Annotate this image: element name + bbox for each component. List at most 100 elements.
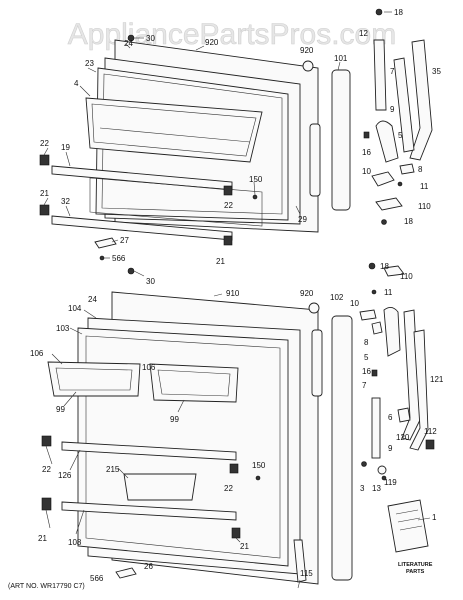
callout-32: 32 (61, 197, 70, 206)
callout-ff-3: 3 (360, 484, 365, 493)
callout-19: 19 (61, 143, 70, 152)
callout-ff-22: 22 (42, 465, 51, 474)
callout-ff-99b: 99 (170, 415, 179, 424)
callout-ff-10: 10 (350, 299, 359, 308)
callout-12: 12 (359, 29, 368, 38)
callout-ff-106: 106 (30, 349, 44, 358)
hinge-10 (371, 171, 395, 187)
screw-566-top (99, 255, 105, 261)
callout-ff-120: 120 (396, 433, 410, 442)
callout-35: 35 (432, 67, 441, 76)
screw-18-top (375, 8, 383, 16)
callout-30: 30 (146, 34, 155, 43)
trim-115 (293, 539, 307, 583)
screw-150-fresh (255, 475, 261, 481)
hinge-110-bottom (383, 265, 405, 277)
screw-119 (381, 475, 387, 481)
clip-21-fresh-right (231, 527, 241, 539)
screw-30-fresh (127, 267, 135, 275)
booklet-line-3 (399, 525, 423, 531)
callout-11: 11 (420, 182, 429, 191)
hinge-8 (399, 163, 415, 175)
freezer-lower-bin (89, 177, 263, 227)
clip-21-fresh-left (41, 497, 52, 511)
callout-7: 7 (390, 67, 395, 76)
callout-101: 101 (334, 54, 348, 63)
gasket-strip-102 (331, 315, 353, 581)
callout-29: 29 (298, 215, 307, 224)
callout-ff-7: 7 (362, 381, 367, 390)
fresh-door-handle-channel (311, 329, 323, 397)
gasket-strip-101 (331, 69, 351, 211)
callout-ff-106b: 106 (142, 363, 156, 372)
callout-21: 21 (40, 189, 49, 198)
screw-3 (361, 461, 367, 467)
callout-ff-24: 24 (88, 295, 97, 304)
art-number: (ART NO. WR17790 C7) (8, 583, 85, 590)
callout-ff-103: 103 (56, 324, 70, 333)
callout-ff-18: 18 (380, 262, 389, 271)
door-stop-121 (409, 329, 429, 451)
callout-ff-102: 102 (330, 293, 344, 302)
screw-150-top (252, 194, 258, 200)
rail-6 (371, 397, 381, 459)
callout-ff-26: 26 (144, 562, 153, 571)
hinge-bar-12 (373, 39, 387, 111)
fresh-plug-920 (308, 302, 320, 314)
callout-ff-6: 6 (388, 413, 393, 422)
callout-8: 8 (418, 165, 423, 174)
callout-27: 27 (120, 236, 129, 245)
callout-ff-22b: 22 (224, 484, 233, 493)
callout-ff-99: 99 (56, 405, 65, 414)
freezer-liner-inner-edge (101, 73, 283, 215)
callout-5: 5 (398, 131, 403, 140)
freezer-hinge-parts (331, 8, 433, 225)
callout-ff-8: 8 (364, 338, 369, 347)
callout-9: 9 (390, 105, 395, 114)
callout-ff-150: 150 (252, 461, 266, 470)
callout-ff-21b: 21 (240, 542, 249, 551)
clip-22-right (223, 185, 233, 196)
freezer-door-handle-channel (309, 123, 321, 197)
shelf-bar-108 (61, 501, 237, 521)
callout-22b: 22 (224, 201, 233, 210)
callout-ff-13: 13 (372, 484, 381, 493)
hinge-8-bottom (371, 321, 383, 335)
booklet-line-2 (397, 517, 421, 523)
freezer-upper-shelf (85, 97, 263, 163)
bracket-27 (94, 237, 117, 249)
freezer-door-assembly (39, 34, 321, 261)
callout-ff-11: 11 (384, 288, 393, 297)
callout-566: 566 (112, 254, 126, 263)
hinge-5-bottom (383, 307, 401, 357)
callout-10: 10 (362, 167, 371, 176)
door-stop-35 (409, 39, 433, 161)
screw-18-mid (381, 219, 387, 225)
callout-ff-108: 108 (68, 538, 82, 547)
clip-21-right (223, 235, 233, 246)
callout-ff-5: 5 (364, 353, 369, 362)
callout-ff-115: 115 (300, 569, 313, 578)
freezer-upper-shelf-rail (91, 103, 257, 157)
callout-16: 16 (362, 148, 371, 157)
callout-22: 22 (40, 139, 49, 148)
leader-lines (43, 11, 431, 589)
hinge-7 (393, 57, 415, 153)
bracket-120 (397, 407, 411, 423)
hinge-110 (375, 197, 403, 211)
door-bin-106-right-inner (157, 369, 231, 397)
callout-920b: 920 (300, 46, 314, 55)
fresh-hinge-parts (331, 262, 435, 581)
callout-18-top: 18 (394, 8, 403, 17)
shim-16-bottom (371, 369, 378, 377)
literature-label-2: PARTS (406, 569, 425, 575)
booklet-line-1 (395, 509, 419, 515)
screw-11 (397, 181, 403, 187)
door-bin-106-left (47, 361, 141, 397)
callout-110: 110 (418, 202, 431, 211)
callout-labels: 18 30 920 24 920 101 12 23 7 35 4 9 5 22… (8, 8, 444, 590)
clip-21-left (39, 204, 50, 216)
clip-22-fresh-left (41, 435, 52, 447)
screw-11-bottom (371, 289, 377, 295)
